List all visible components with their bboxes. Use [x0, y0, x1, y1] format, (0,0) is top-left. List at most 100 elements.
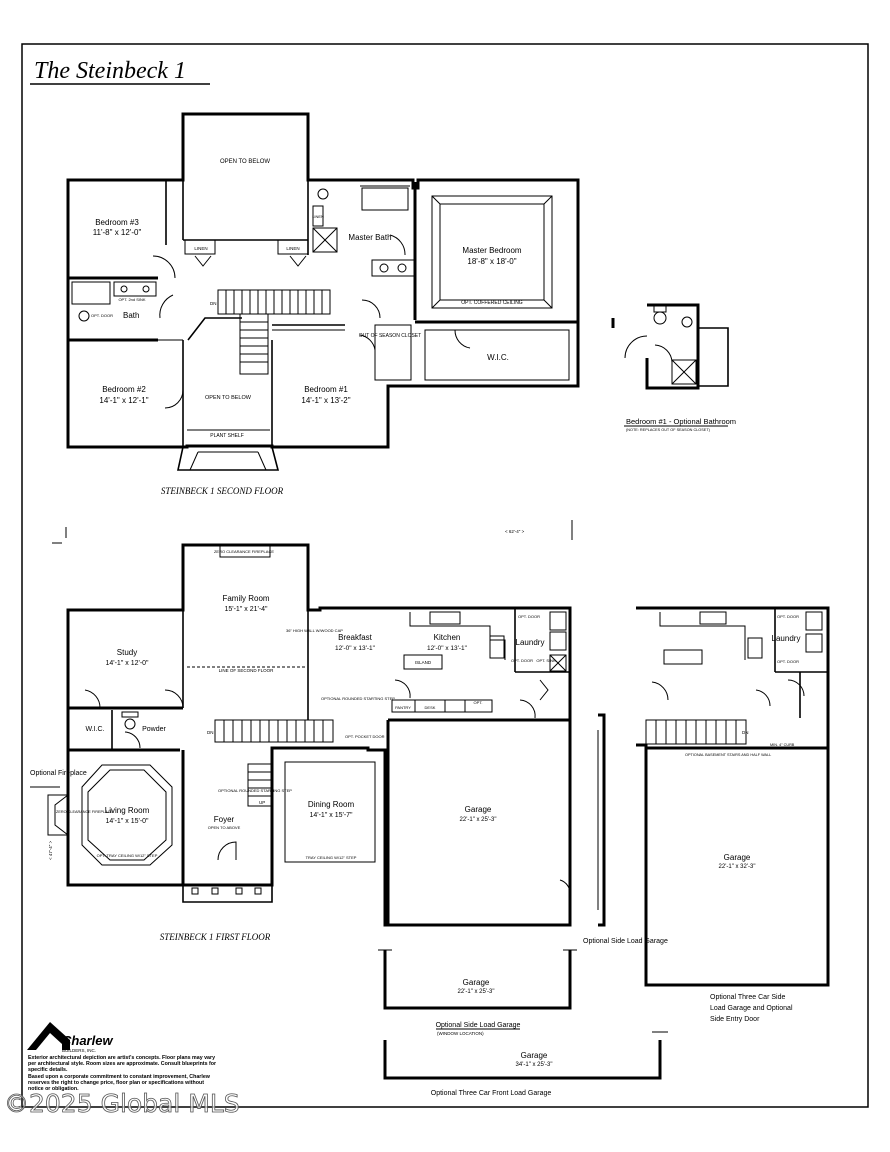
optional-fireplace-line: Optional Fireplace [30, 770, 87, 777]
living-room-name: Living Room [105, 806, 150, 815]
breakfast-dim: 12'-0" x 13'-1" [335, 645, 376, 652]
plant-shelf: PLANT SHELF [210, 433, 244, 439]
three-car-side-caption-1: Optional Three Car Side [710, 994, 785, 1001]
opt-door-3car-1: OPT. DOOR [777, 614, 799, 619]
garage-dim-3car-side: 22'-1" x 32'-3" [719, 864, 756, 870]
study-dim: 14'-1" x 12'-0" [105, 660, 149, 667]
opt-door-garage: OPT. DOOR [511, 658, 533, 663]
garage-dim-1f: 22'-1" x 25'-3" [460, 817, 497, 823]
open-to-below-top: OPEN TO BELOW [220, 159, 270, 165]
second-floor-outline [66, 112, 580, 449]
opt-rounded-step: OPTIONAL ROUNDED STARTING STEP [321, 696, 395, 701]
stair-dn-1f: DN [207, 730, 214, 735]
plan-title: The Steinbeck 1 [34, 58, 186, 84]
garage-name-3car-side: Garage [724, 853, 751, 862]
line-of-second-floor: LINE OF SECOND FLOOR [219, 668, 275, 673]
mls-watermark: ©2025 Global MLS [4, 1089, 240, 1118]
front-bay [177, 446, 280, 471]
garage-name-3car-front: Garage [521, 1051, 548, 1060]
dining-room-dim: 14'-1" x 15'-7" [309, 812, 353, 819]
garage-name-1f: Garage [465, 805, 492, 814]
linen-1: LINEN [194, 246, 207, 251]
disclaimer-line-1: Exterior architectural depiction are art… [28, 1055, 215, 1061]
desk-label: DESK [425, 705, 436, 710]
coffered-ceiling-note: OPT. COFFERED CEILING [461, 300, 523, 306]
optional-bathroom-inset [611, 303, 729, 390]
sheet-border [21, 43, 869, 1108]
opt-rounded-step-foyer: OPTIONAL ROUNDED STARTING STEP [218, 788, 292, 793]
optional-side-load-line: Optional Side Load Garage [583, 938, 668, 945]
island-label: ISLAND [415, 660, 432, 665]
side-load-garage [378, 713, 606, 1010]
second-floor-caption: STEINBECK 1 SECOND FLOOR [161, 486, 284, 496]
zero-clearance-left: ZERO CLEARANCE FIREPLACE [56, 810, 113, 814]
garage-name-side-load: Garage [463, 978, 490, 987]
bedroom3-dim: 11'-8" x 12'-0" [93, 228, 142, 237]
bedroom1-dim: 14'-1" x 13'-2" [301, 396, 350, 405]
living-room-dim: 14'-1" x 15'-0" [105, 818, 149, 825]
first-floor-stair [214, 719, 334, 807]
first-floor-plan: < 62'-4" > [47, 520, 573, 927]
family-room-name: Family Room [222, 594, 269, 603]
opt-door-laundry: OPT. DOOR [518, 614, 540, 619]
stair-dn-3car: DN [742, 730, 749, 735]
side-load-caption: Optional Side Load Garage [436, 1022, 521, 1029]
master-bath-label: Master Bath [348, 233, 391, 242]
wic-label-1f: W.I.C. [85, 726, 104, 733]
tray-ceiling-dining: TRAY CEILING W/12" STEP [306, 855, 357, 860]
dining-room-name: Dining Room [308, 800, 355, 809]
disclaimer-line-2: per architectural style. Room sizes are … [28, 1061, 216, 1067]
powder-label: Powder [142, 726, 166, 733]
bedroom2-dim: 14'-1" x 12'-1" [99, 396, 148, 405]
breakfast-name: Breakfast [338, 633, 373, 642]
tray-ceiling-living: OPT. TRAY CEILING W/12" STEP [97, 853, 158, 858]
study-name: Study [117, 648, 137, 657]
kitchen-name: Kitchen [434, 633, 461, 642]
master-bedroom-name: Master Bedroom [462, 246, 521, 255]
garage-dim-3car-front: 34'-1" x 25'-3" [516, 1062, 553, 1068]
foyer-note: OPEN TO ABOVE [208, 825, 241, 830]
overall-dimension: < 62'-4" > [505, 529, 525, 534]
stair-up-1f: UP [259, 800, 265, 805]
out-of-season-closet: OUT OF SEASON CLOSET [359, 333, 421, 339]
opt-counter-label: OPT. [474, 700, 483, 705]
wic-label-2f: W.I.C. [487, 353, 509, 362]
master-bedroom-dim: 18'-8" x 18'-0" [467, 257, 516, 266]
three-car-side-caption-2: Load Garage and Optional [710, 1005, 793, 1012]
three-car-side-garage [636, 606, 830, 987]
side-load-subcaption: (WINDOW LOCATION) [437, 1031, 484, 1036]
bedroom2-name: Bedroom #2 [102, 385, 146, 394]
foyer-name: Foyer [214, 815, 235, 824]
master-bedroom-coffered [431, 195, 553, 309]
three-car-front-caption: Optional Three Car Front Load Garage [431, 1090, 552, 1097]
open-to-below: OPEN TO BELOW [205, 395, 252, 401]
opt-pocket-door: OPT. POCKET DOOR [345, 734, 385, 739]
stair-dn-2f: DN [210, 301, 217, 306]
optional-bathroom-title: Bedroom #1 - Optional Bathroom [626, 417, 736, 426]
laundry-name: Laundry [516, 638, 545, 647]
first-floor-caption: STEINBECK 1 FIRST FLOOR [160, 932, 271, 942]
zero-clearance-top: ZERO CLEARANCE FIREPLACE [214, 549, 274, 554]
bedroom3-name: Bedroom #3 [95, 218, 139, 227]
second-floor-stair [217, 289, 331, 375]
laundry-3car: Laundry [772, 634, 801, 643]
second-floor-plan [66, 112, 580, 471]
disclaimer-line-4: Based upon a corporate commitment to con… [28, 1074, 211, 1080]
opt-door-bath: OPT. DOOR [91, 313, 113, 318]
optional-bathroom-note: (NOTE: REPLACES OUT OF SEASON CLOSET) [626, 428, 711, 432]
first-floor-outline [66, 543, 572, 927]
disclaimer-line-3: specific details. [28, 1067, 68, 1073]
opt-2nd-sink: OPT. 2nd SINK [118, 297, 145, 302]
side-dimension: < 47'-4" > [48, 840, 53, 860]
builder-name: Charlew [62, 1033, 113, 1048]
linen-2: LINEN [286, 246, 299, 251]
basement-stair-note: OPTIONAL BASEMENT STAIRS AND HALF WALL [685, 753, 771, 757]
min-curb-note: MIN. 4" CURB [770, 743, 795, 747]
opt-door-3car-2: OPT. DOOR [777, 659, 799, 664]
builder-logo [27, 1022, 70, 1050]
kitchen-dim: 12'-0" x 13'-1" [427, 645, 468, 652]
half-wall-note: 36" HIGH WALL W/WOOD CAP [286, 628, 343, 633]
bedroom1-name: Bedroom #1 [304, 385, 348, 394]
linen-3: LINEN [312, 214, 324, 219]
